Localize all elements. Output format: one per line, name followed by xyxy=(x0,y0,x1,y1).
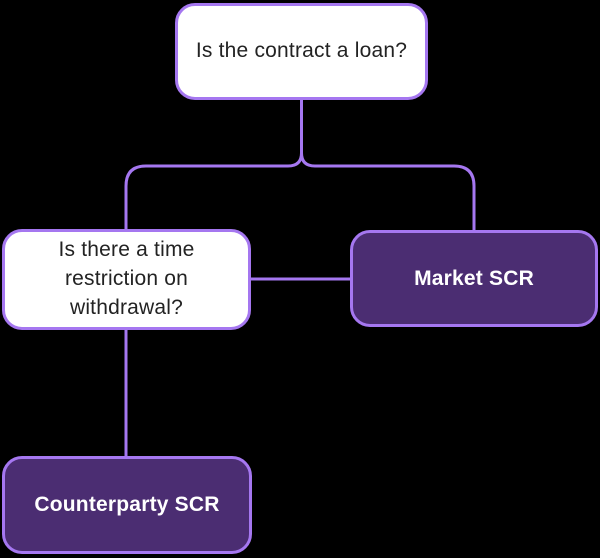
node-question-time-restriction: Is there a time restriction on withdrawa… xyxy=(2,229,251,330)
node-question-loan-label: Is the contract a loan? xyxy=(195,39,408,63)
connector-branch-right xyxy=(300,152,476,230)
node-market-scr-label: Market SCR xyxy=(414,266,534,290)
node-counterparty-scr-label: Counterparty SCR xyxy=(34,493,220,516)
node-market-scr: Market SCR xyxy=(350,230,598,327)
connector-branch-left xyxy=(124,152,303,229)
node-question-loan: Is the contract a loan? xyxy=(175,3,428,100)
node-counterparty-scr: Counterparty SCR xyxy=(2,456,252,554)
node-question-time-restriction-label: Is there a time restriction on withdrawa… xyxy=(58,238,195,319)
